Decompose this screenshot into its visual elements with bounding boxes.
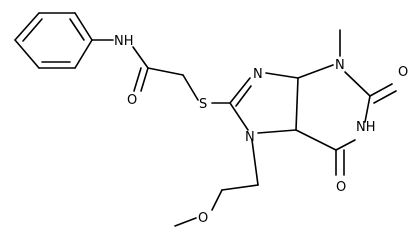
atom-o-amide: O [127,93,137,108]
atom-o-bottom: O [336,180,346,195]
atom-o-methoxy: O [198,211,208,226]
atom-nh-ring: NH [356,120,376,135]
atom-n7: N [245,130,255,145]
methoxyethyl-chain [174,139,259,227]
atom-n-imidazole: N [253,67,263,82]
amide-bonds [91,39,231,104]
atom-n-methyl: N [335,58,345,73]
purine-core [229,29,397,176]
phenyl-ring [14,12,93,69]
atom-nh-amide: NH [114,34,134,49]
atom-s-thioether: S [199,97,207,112]
atom-o-top: O [398,65,408,80]
